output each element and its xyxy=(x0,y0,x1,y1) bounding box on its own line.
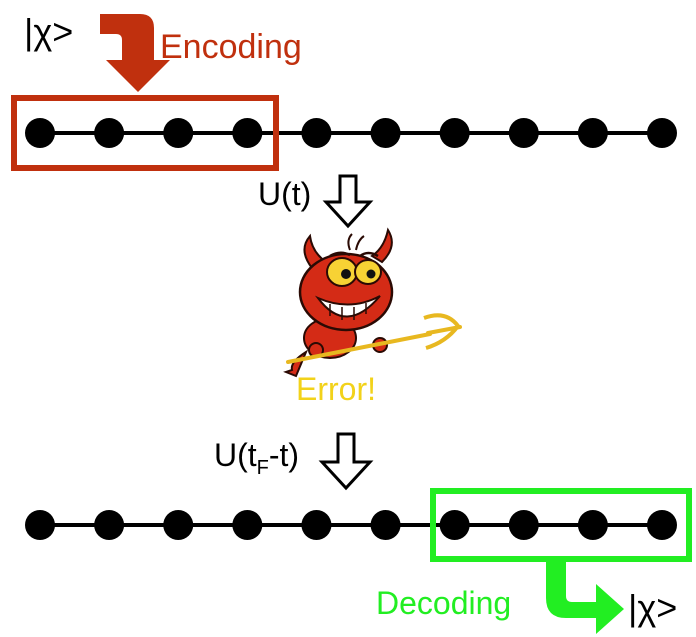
bottom-chain xyxy=(25,510,677,540)
bottom-chain-site-7 xyxy=(439,510,470,540)
top-chain-site-9 xyxy=(577,118,608,148)
bottom-chain-site-1 xyxy=(25,510,55,540)
top-chain-site-10 xyxy=(647,118,677,148)
hollow-down-arrow-icon xyxy=(322,174,374,229)
top-chain-site-6 xyxy=(370,118,401,148)
encoding-arrow-icon xyxy=(100,14,170,92)
top-chain xyxy=(25,118,677,148)
bottom-chain-site-9 xyxy=(577,510,608,540)
forward-evolution-label: U(t) xyxy=(258,176,311,212)
top-chain-site-7 xyxy=(439,118,470,148)
trident-icon xyxy=(286,313,462,364)
top-chain-site-3 xyxy=(163,118,194,148)
backward-evolution-subscript: F xyxy=(257,457,269,479)
decoding-label: Decoding xyxy=(376,585,511,621)
bottom-chain-site-6 xyxy=(370,510,401,540)
bottom-chain-site-2 xyxy=(94,510,125,540)
bottom-chain-site-3 xyxy=(163,510,194,540)
bottom-chain-site-5 xyxy=(301,510,332,540)
encoding-box xyxy=(11,95,279,171)
error-label: Error! xyxy=(296,371,376,407)
top-chain-site-2 xyxy=(94,118,125,148)
backward-evolution-tail: -t) xyxy=(269,437,299,473)
backward-evolution-label: U(tF-t) xyxy=(214,437,299,479)
devil-icon xyxy=(283,227,394,378)
top-chain-site-8 xyxy=(508,118,539,148)
encoding-label: Encoding xyxy=(160,28,302,66)
decoding-box xyxy=(430,488,692,562)
top-chain-site-5 xyxy=(301,118,332,148)
backward-evolution-base: U(t xyxy=(214,437,257,473)
top-chain-site-4 xyxy=(232,118,263,148)
bottom-chain-site-10 xyxy=(647,510,677,540)
input-state-label: |χ> xyxy=(24,11,73,52)
output-state-label: |χ> xyxy=(628,587,677,628)
top-chain-site-1 xyxy=(25,118,55,148)
hollow-down-arrow-icon xyxy=(318,432,374,491)
decoding-arrow-icon xyxy=(546,560,624,634)
bottom-chain-site-4 xyxy=(232,510,263,540)
bottom-chain-site-8 xyxy=(508,510,539,540)
